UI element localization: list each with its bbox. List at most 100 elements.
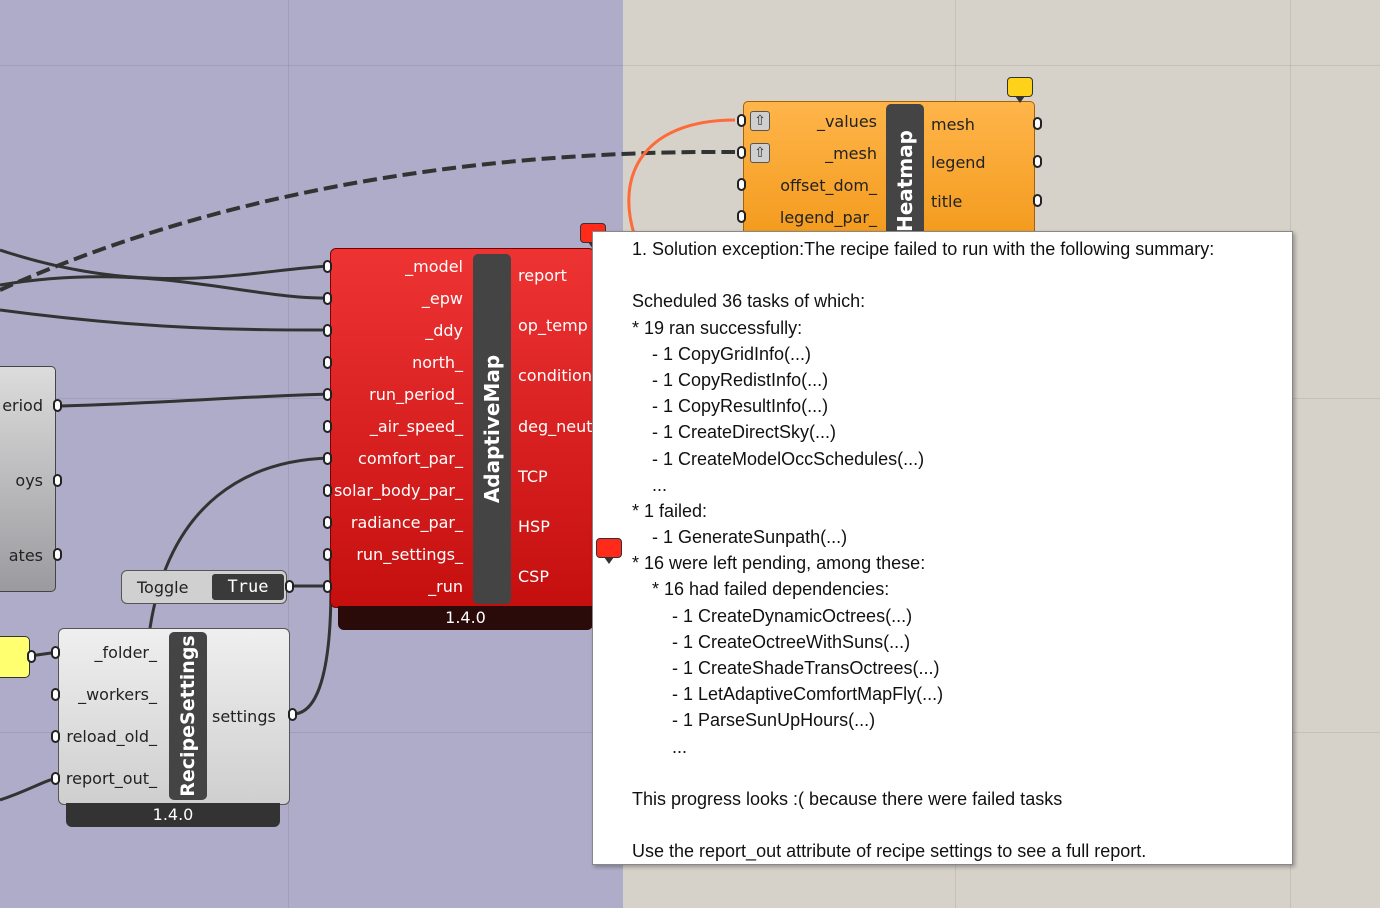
tooltip-line: ... xyxy=(632,474,668,495)
tooltip-line: - 1 GenerateSunpath(...) xyxy=(632,527,848,548)
input-port-report-out[interactable]: report_out_ xyxy=(65,769,157,788)
tooltip-line: - 1 CopyResultInfo(...) xyxy=(632,396,829,417)
output-port-tcp[interactable]: TCP xyxy=(518,467,548,486)
recipe-settings-title: RecipeSettings xyxy=(177,635,199,797)
adaptive-map-title-bar: AdaptiveMap xyxy=(473,254,511,604)
wire-dashed xyxy=(0,149,736,292)
recipe-settings-title-bar: RecipeSettings xyxy=(169,632,207,800)
wire xyxy=(0,275,331,300)
input-dot[interactable] xyxy=(323,356,332,369)
input-port-mesh[interactable]: _mesh xyxy=(825,144,877,163)
input-port-run-settings[interactable]: run_settings_ xyxy=(356,545,463,564)
wire xyxy=(0,308,331,332)
input-port-comfort-par[interactable]: comfort_par_ xyxy=(358,449,463,468)
input-dot[interactable] xyxy=(51,772,60,785)
input-dot[interactable] xyxy=(323,292,332,305)
input-dot[interactable] xyxy=(51,688,60,701)
output-port-report[interactable]: report xyxy=(518,266,567,285)
tooltip-line: * 16 were left pending, among these: xyxy=(632,553,926,574)
tooltip-line: Use the report_out attribute of recipe s… xyxy=(632,841,1147,862)
input-dot[interactable] xyxy=(323,516,332,529)
wire xyxy=(0,248,331,281)
adaptive-map-title: AdaptiveMap xyxy=(480,354,504,504)
input-port-folder[interactable]: _folder_ xyxy=(94,643,157,662)
output-port-settings[interactable]: settings xyxy=(212,707,276,726)
tooltip-line: - 1 ParseSunUpHours(...) xyxy=(632,710,876,731)
output-dot[interactable] xyxy=(288,708,297,721)
input-dot[interactable] xyxy=(323,452,332,465)
toggle-value[interactable]: True xyxy=(212,574,284,600)
input-port-run-period[interactable]: run_period_ xyxy=(369,385,463,404)
wire xyxy=(0,776,59,802)
input-port-reload-old[interactable]: reload_old_ xyxy=(66,727,157,746)
tooltip-line: * 19 ran successfully: xyxy=(632,317,803,338)
input-port-north[interactable]: north_ xyxy=(412,353,463,372)
output-dot[interactable] xyxy=(27,650,36,663)
heatmap-component[interactable]: Heatmap ⇧ ⇧ _values _mesh offset_dom_ le… xyxy=(743,101,1035,236)
input-dot[interactable] xyxy=(737,178,746,191)
input-port-radiance-par[interactable]: radiance_par_ xyxy=(350,513,463,532)
output-dot[interactable] xyxy=(1033,194,1042,207)
input-dot[interactable] xyxy=(51,730,60,743)
output-dot[interactable] xyxy=(1033,117,1042,130)
input-dot[interactable] xyxy=(323,548,332,561)
input-dot[interactable] xyxy=(323,388,332,401)
output-port-op-temp[interactable]: op_temp xyxy=(518,316,588,335)
input-port-ddy[interactable]: _ddy xyxy=(425,321,463,340)
input-port-workers[interactable]: _workers_ xyxy=(78,685,157,704)
boolean-toggle[interactable]: Toggle True xyxy=(121,570,287,604)
input-port-epw[interactable]: _epw xyxy=(421,289,463,308)
input-dot[interactable] xyxy=(323,484,332,497)
output-port-period[interactable]: eriod xyxy=(2,396,43,415)
input-port-values[interactable]: _values xyxy=(816,112,877,131)
input-dot[interactable] xyxy=(323,260,332,273)
error-balloon-icon[interactable] xyxy=(596,538,622,564)
tooltip-line: This progress looks :( because there wer… xyxy=(632,788,1063,809)
graft-arrow-icon[interactable]: ⇧ xyxy=(750,111,770,131)
input-dot[interactable] xyxy=(737,146,746,159)
input-port-run[interactable]: _run xyxy=(428,577,463,596)
wire xyxy=(292,553,333,716)
run-period-component[interactable]: eriod oys ates xyxy=(0,366,56,592)
tooltip-line xyxy=(632,812,1292,838)
wire-orange xyxy=(627,118,736,251)
tooltip-line: - 1 CreateOctreeWithSuns(...) xyxy=(632,631,911,652)
output-port-dates[interactable]: ates xyxy=(8,546,43,565)
wire xyxy=(57,392,331,408)
graft-arrow-icon[interactable]: ⇧ xyxy=(750,143,770,163)
output-port-title[interactable]: title xyxy=(931,192,963,211)
heatmap-title: Heatmap xyxy=(893,129,917,233)
output-port-csp[interactable]: CSP xyxy=(518,567,549,586)
input-dot[interactable] xyxy=(51,646,60,659)
output-port-doys[interactable]: oys xyxy=(15,471,43,490)
panel-component[interactable] xyxy=(0,636,30,678)
input-dot[interactable] xyxy=(737,210,746,223)
output-dot[interactable] xyxy=(285,580,294,593)
input-dot[interactable] xyxy=(323,580,332,593)
toggle-label: Toggle xyxy=(137,578,189,597)
input-dot[interactable] xyxy=(737,114,746,127)
output-dot[interactable] xyxy=(1033,155,1042,168)
output-dot[interactable] xyxy=(53,474,62,487)
adaptive-map-component[interactable]: AdaptiveMap _model _epw _ddy north_ run_… xyxy=(330,248,595,608)
output-dot[interactable] xyxy=(53,548,62,561)
input-port-solar-body-par[interactable]: solar_body_par_ xyxy=(333,481,463,500)
output-port-hsp[interactable]: HSP xyxy=(518,517,550,536)
tooltip-line: - 1 CreateShadeTransOctrees(...) xyxy=(632,658,940,678)
recipe-settings-component[interactable]: RecipeSettings _folder_ _workers_ reload… xyxy=(58,628,290,805)
tooltip-line: - 1 LetAdaptiveComfortMapFly(...) xyxy=(632,684,944,705)
output-dot[interactable] xyxy=(53,399,62,412)
input-port-legend-par[interactable]: legend_par_ xyxy=(779,208,877,227)
input-port-offset-dom[interactable]: offset_dom_ xyxy=(780,176,877,195)
input-dot[interactable] xyxy=(323,420,332,433)
output-port-mesh[interactable]: mesh xyxy=(931,115,975,134)
input-port-model[interactable]: _model xyxy=(405,257,463,276)
output-port-condition[interactable]: condition xyxy=(518,366,592,385)
output-port-legend[interactable]: legend xyxy=(931,153,986,172)
input-dot[interactable] xyxy=(323,324,332,337)
output-port-deg-neut[interactable]: deg_neut xyxy=(518,417,593,436)
input-port-air-speed[interactable]: _air_speed_ xyxy=(369,417,463,436)
tooltip-line xyxy=(632,760,1292,786)
tooltip-line: 1. Solution exception:The recipe failed … xyxy=(632,239,1215,259)
warning-balloon-icon[interactable] xyxy=(1007,77,1033,103)
